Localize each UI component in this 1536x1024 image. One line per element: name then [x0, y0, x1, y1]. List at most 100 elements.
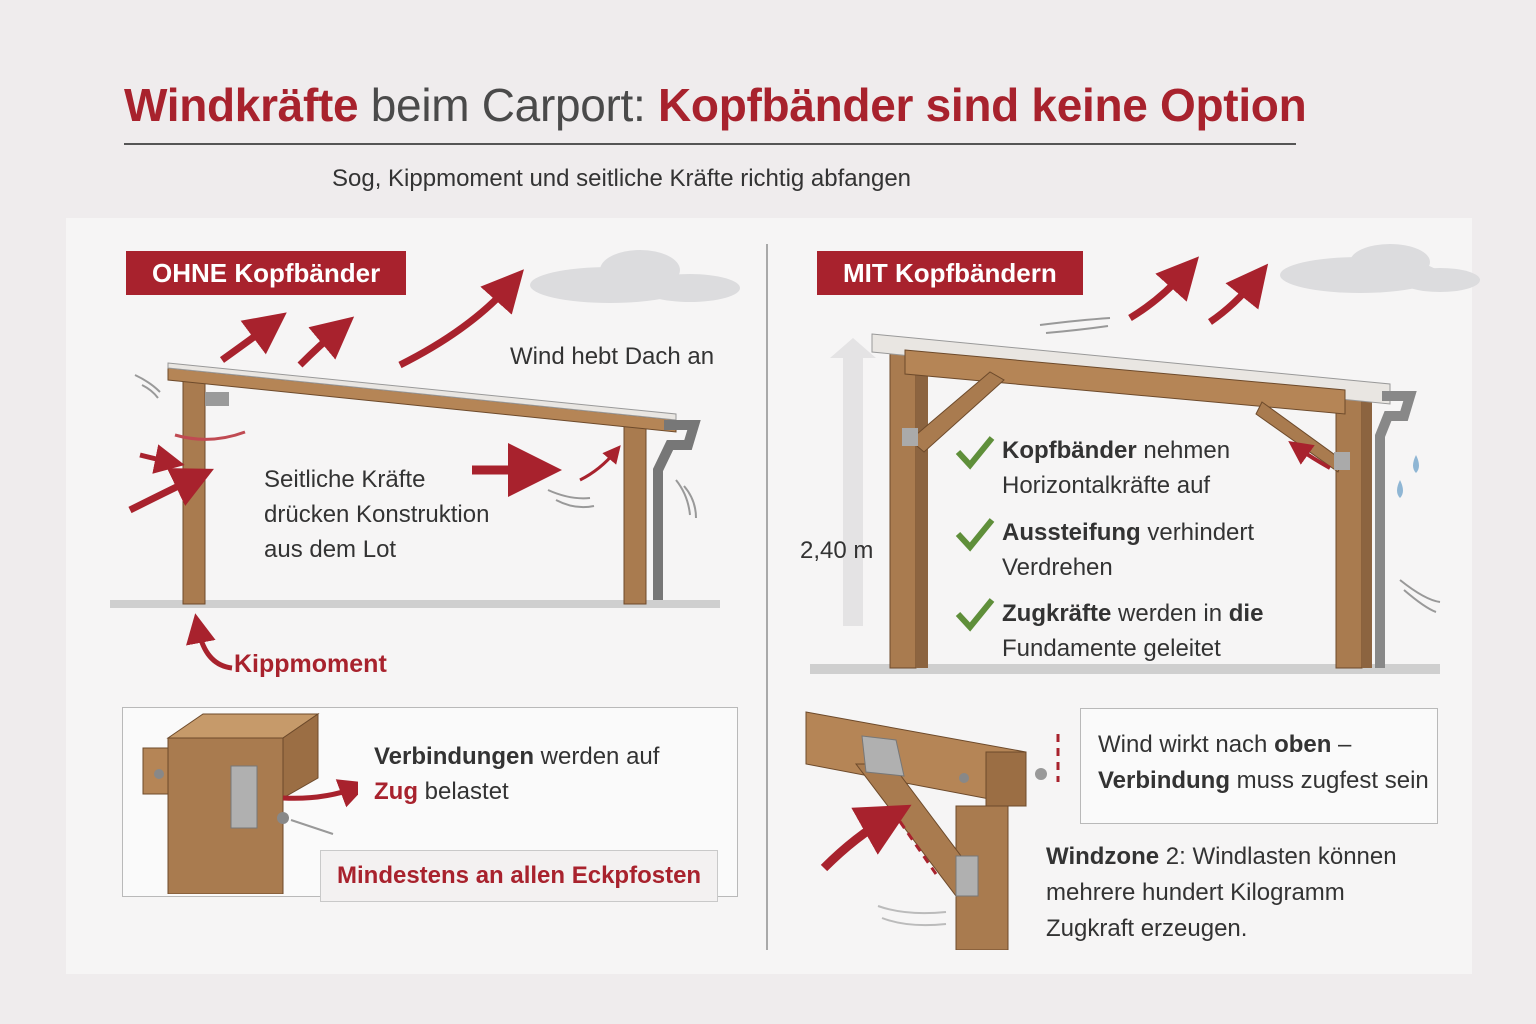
connection-detail-illustration — [142, 713, 358, 894]
tag-without-braces: OHNE Kopfbänder — [126, 251, 407, 295]
title-underline — [124, 143, 1296, 145]
arrow-up-icon — [1128, 256, 1199, 322]
connections-rest: werden auf — [534, 743, 660, 770]
connections-word: Verbindungen — [374, 743, 535, 770]
check-3-line2: Fundamente geleitet — [1002, 635, 1221, 662]
check-2-line1: Aussteifung verhindert — [1002, 516, 1254, 550]
post-left — [889, 347, 917, 669]
windzone-line2: mehrere hundert Kilogramm — [1046, 879, 1345, 906]
cloud-icon — [530, 250, 740, 303]
height-arrow-icon — [830, 338, 876, 358]
screw-icon — [959, 773, 969, 783]
post-right-side — [1362, 400, 1372, 668]
check-3-rest: werden in — [1111, 600, 1229, 627]
arrow-left-icon — [1288, 441, 1331, 470]
page-title: Windkräfte beim Carport: Kopfbänder sind… — [124, 78, 1307, 132]
rain-drop-icon — [1397, 455, 1419, 498]
tilt-moment-arrow-icon — [186, 613, 233, 671]
loaded-word: belastet — [417, 778, 509, 805]
wind-arrow-icon — [820, 804, 912, 872]
check-icon — [955, 518, 995, 552]
wind-swirl-icon — [174, 430, 246, 441]
brace-plate-icon — [1334, 452, 1350, 470]
check-1-bold: Kopfbänder — [1002, 437, 1137, 464]
side-forces-label-line3: aus dem Lot — [264, 536, 397, 563]
screw-icon — [277, 812, 289, 824]
connections-text-line2: Zug belastet — [374, 775, 509, 809]
title-part-1: Windkräfte — [124, 79, 359, 131]
tag-with-braces: MIT Kopfbändern — [817, 251, 1083, 295]
check-2-bold: Aussteifung — [1002, 519, 1141, 546]
arrow-up-icon — [579, 445, 621, 482]
arrow-up-icon — [297, 316, 355, 368]
wind-lines-icon — [1039, 317, 1441, 613]
ground-line — [110, 600, 720, 608]
beam-side — [282, 713, 319, 799]
windzone-bold: Windzone — [1046, 843, 1160, 870]
check-icon — [955, 598, 995, 632]
downpipe — [653, 420, 701, 600]
corner-posts-note: Mindestens an allen Eckpfosten — [320, 850, 719, 902]
wind-lifts-roof-label: Wind hebt Dach an — [510, 343, 715, 370]
subtitle: Sog, Kippmoment und seitliche Kräfte ric… — [332, 165, 912, 192]
panel-divider — [766, 244, 768, 950]
post-right — [1335, 389, 1363, 669]
knee-brace-left — [909, 371, 1005, 453]
connection-word: Verbindung — [1098, 767, 1230, 794]
screw-icon — [154, 769, 164, 779]
check-1-line1: Kopfbänder nehmen — [1002, 434, 1230, 468]
connection-rest: muss zugfest sein — [1230, 767, 1429, 794]
check-icon — [955, 436, 995, 470]
title-part-3: Kopfbänder sind keine Option — [658, 79, 1307, 131]
pull-arrow-icon — [290, 819, 334, 835]
check-3-bold: Zugkräfte — [1002, 600, 1112, 627]
title-part-2: beim Carport: — [358, 79, 658, 131]
arrow-up-icon — [219, 312, 287, 363]
wind-lines-icon — [134, 374, 697, 519]
brace-plate-icon — [902, 428, 918, 446]
check-2-line2: Verdrehen — [1002, 554, 1113, 581]
check-3-bold2: die — [1228, 600, 1264, 627]
bolt-icon — [1035, 768, 1047, 780]
wind-up-line2: Verbindung muss zugfest sein — [1098, 764, 1429, 798]
downpipe — [1375, 391, 1417, 668]
knee-brace-right — [1255, 401, 1343, 473]
height-label: 2,40 m — [800, 537, 874, 564]
angle-bracket-icon — [230, 765, 258, 829]
cloud-icon — [1280, 244, 1480, 293]
side-forces-label-line2: drücken Konstruktion — [264, 501, 490, 528]
metal-plate-icon — [955, 855, 979, 897]
post-detail — [167, 737, 284, 894]
ground-line — [810, 664, 1440, 674]
tilt-moment-label: Kippmoment — [234, 650, 387, 678]
check-3-line1: Zugkräfte werden in die — [1002, 597, 1263, 631]
check-2-rest: verhindert — [1140, 519, 1255, 546]
wind-up-text-b: oben — [1274, 731, 1332, 758]
check-1-rest: nehmen — [1136, 437, 1231, 464]
pull-arrow-icon — [282, 779, 358, 808]
arrow-right-icon — [128, 468, 214, 514]
metal-bracket — [205, 392, 229, 406]
wind-up-text-c: – — [1331, 731, 1352, 758]
brace-connection-detail-illustration — [805, 711, 1060, 950]
beam-end-detail — [985, 751, 1027, 807]
tension-word: Zug — [374, 778, 418, 805]
windzone-rest: 2: Windlasten können — [1159, 843, 1397, 870]
windzone-line1: Windzone 2: Windlasten können — [1046, 840, 1397, 874]
arrow-right-icon — [139, 444, 185, 474]
connections-text-line1: Verbindungen werden auf — [374, 740, 659, 774]
roof-beam — [904, 349, 1346, 415]
side-forces-label-line1: Seitliche Kräfte — [264, 466, 426, 493]
arrow-up-icon — [1208, 263, 1269, 325]
wind-lines-icon — [877, 905, 947, 927]
post-left-side — [916, 360, 928, 668]
wind-up-detail-box — [1080, 708, 1438, 824]
wind-up-line1: Wind wirkt nach oben – — [1098, 728, 1351, 762]
metal-plate-icon — [861, 735, 905, 777]
windzone-line3: Zugkraft erzeugen. — [1046, 915, 1248, 942]
check-1-line2: Horizontalkräfte auf — [1002, 472, 1211, 499]
height-indicator — [843, 356, 863, 626]
arrow-up-icon — [398, 269, 524, 369]
